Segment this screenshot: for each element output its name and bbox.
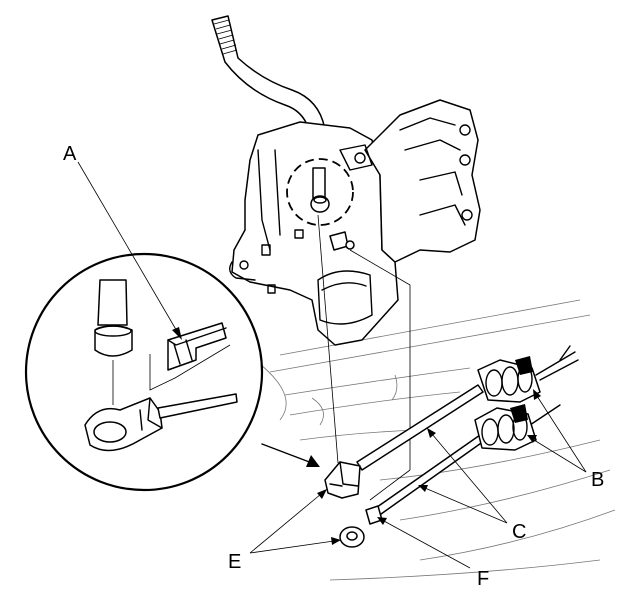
select-cable: [369, 404, 561, 520]
cable-end: [324, 461, 361, 499]
lock-clip: [167, 322, 227, 371]
washer: [339, 526, 365, 548]
assembly-guide-lines: [317, 214, 411, 501]
callout-e: E: [228, 551, 241, 573]
leader-c: [418, 428, 508, 524]
callout-b: B: [591, 469, 604, 491]
leader-a: [77, 161, 182, 340]
callout-c: C: [512, 521, 526, 543]
cable-bracket-grommet-lower: [474, 404, 537, 451]
leader-b: [527, 389, 587, 473]
shifter-housing: [229, 99, 481, 346]
detail-inset: [24, 252, 264, 492]
leader-f: [377, 517, 471, 569]
lever-ball-end: [310, 167, 330, 213]
leader-e: [249, 489, 341, 554]
lever-knurl-icon: [213, 19, 238, 55]
callout-f: F: [477, 568, 489, 590]
detail-pointer-arrow: [261, 443, 320, 467]
detail-focus-circle: [286, 158, 354, 226]
callout-a: A: [63, 143, 77, 165]
floor-panel-background: [254, 299, 616, 581]
cable-bracket-grommet-upper: [477, 356, 541, 403]
